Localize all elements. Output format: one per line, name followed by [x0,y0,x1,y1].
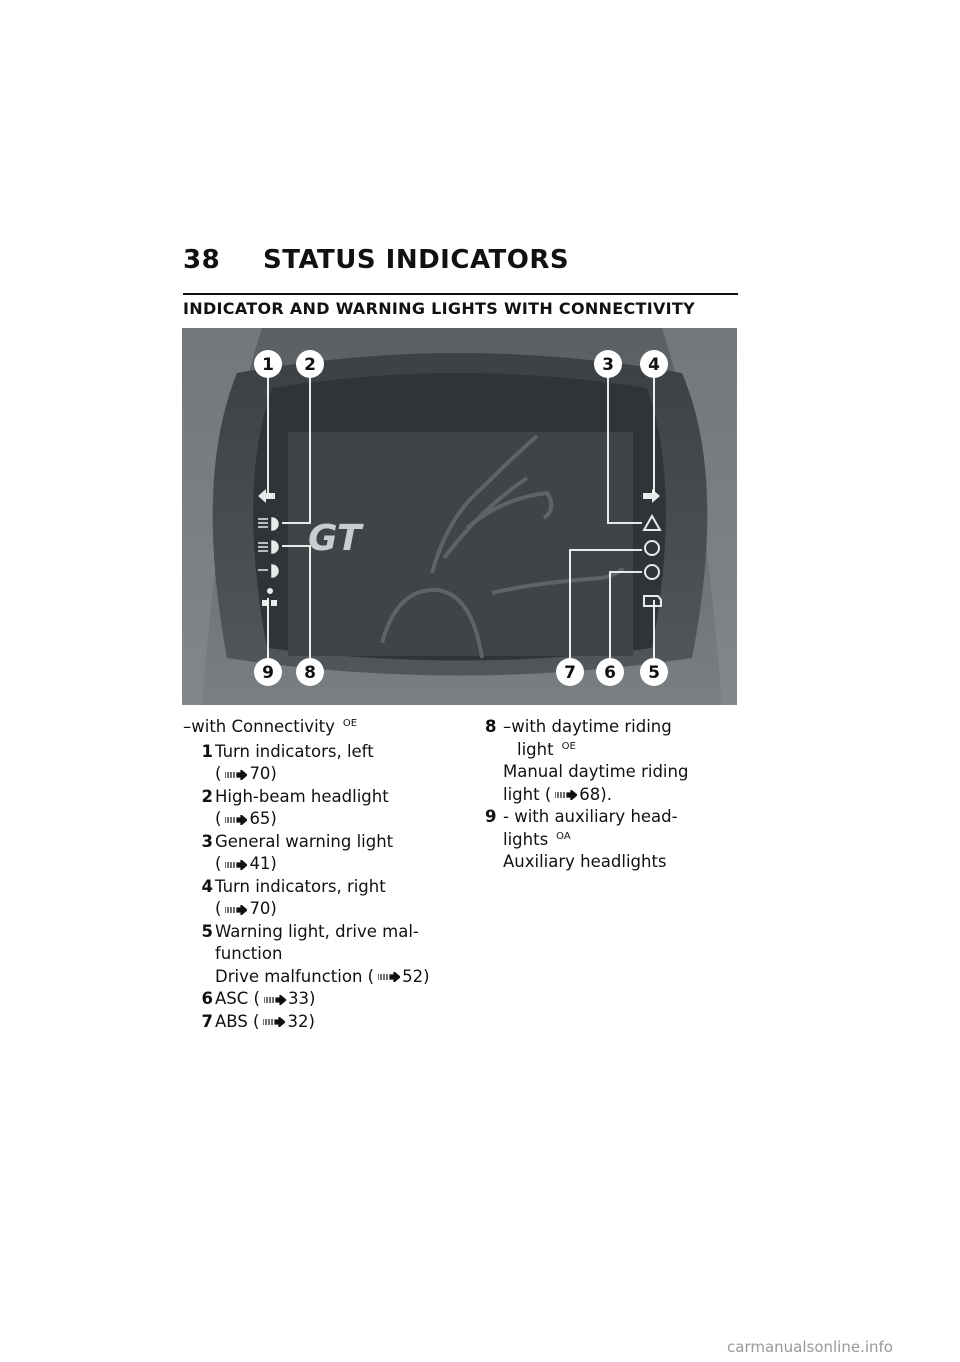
page-ref-arrow-icon [225,814,248,825]
page-ref[interactable]: 52) [402,966,430,986]
svg-text:5: 5 [648,663,660,683]
page-ref[interactable]: 65) [249,809,277,828]
page-ref-arrow-icon [555,790,578,800]
page-ref-arrow-icon [378,972,401,982]
callout-3: 3 [594,350,622,378]
callouts: 1 2 3 4 9 8 7 6 5 [254,350,668,686]
aux-dot-icon [267,588,273,594]
svg-text:9: 9 [262,663,274,683]
page-ref-arrow-icon [225,769,248,780]
left-indicator-icons [258,489,279,606]
turn-left-icon [258,489,275,503]
svg-text:6: 6 [604,663,616,683]
gt-logo: GT [308,518,364,559]
callout-leaders [267,376,655,658]
page-ref[interactable]: 68). [579,784,612,804]
aux-square-right-icon [271,600,277,606]
svg-text:2: 2 [304,355,316,375]
legend-item-7: 7 ABS (32) [201,1011,315,1031]
header-rule [183,293,738,295]
section-title: INDICATOR AND WARNING LIGHTS WITH CONNEC… [183,299,696,318]
option-sup: OE [342,718,358,729]
page-ref[interactable]: 70) [249,899,277,918]
chapter-title: STATUS INDICATORS [263,245,570,275]
legend-item-5: 5 Warning light, drive mal- function Dri… [201,921,430,986]
page-ref[interactable]: 70) [249,764,277,783]
page-ref[interactable]: 32) [287,1011,315,1031]
svg-text:1: 1 [262,355,274,375]
warning-triangle-icon [642,513,662,531]
callout-9: 9 [254,658,282,686]
callout-7: 7 [556,658,584,686]
svg-text:4: 4 [648,355,660,375]
callout-1: 1 [254,350,282,378]
display-screen [288,432,633,656]
engine-icon [643,595,662,607]
aux-square-left-icon [262,600,268,606]
callout-6: 6 [596,658,624,686]
option-sup: OA [556,830,571,842]
watermark: carmanualsonline.info [727,1338,893,1356]
fog-light-icon [258,564,279,578]
legend-item-4: 4 Turn indicators, right (70) [201,876,386,919]
callout-2: 2 [296,350,324,378]
asc-icon [644,564,660,580]
page-ref-arrow-icon [263,994,286,1005]
legend-item-3: 3 General warning light (41) [201,831,394,874]
page-ref[interactable]: 33) [287,989,316,1008]
page-ref-arrow-icon [225,904,248,915]
high-beam-icon [258,517,279,531]
page-ref-arrow-icon [263,1017,286,1027]
legend-item-6: 6 ASC (33) [201,989,316,1008]
instrument-cluster-figure: GT 1 2 3 4 9 8 7 6 5 [182,328,737,705]
page-number: 38 [183,245,221,275]
turn-right-icon [643,489,660,503]
page-ref[interactable]: 41) [249,854,277,873]
callout-5: 5 [640,658,668,686]
page-header: 38 STATUS INDICATORS [183,245,738,275]
svg-text:7: 7 [564,663,576,683]
callout-4: 4 [640,350,668,378]
daytime-light-icon [258,540,279,554]
option-sup: OE [561,740,576,752]
svg-text:8: 8 [304,663,316,683]
legend-item-1: 1 Turn indicators, left (70) [201,741,374,784]
abs-icon [644,540,660,556]
page-ref-arrow-icon [225,859,248,870]
callout-8: 8 [296,658,324,686]
legend-item-2: 2 High-beam headlight (65) [201,786,389,829]
svg-text:3: 3 [602,355,614,375]
right-indicator-icons [642,489,662,607]
